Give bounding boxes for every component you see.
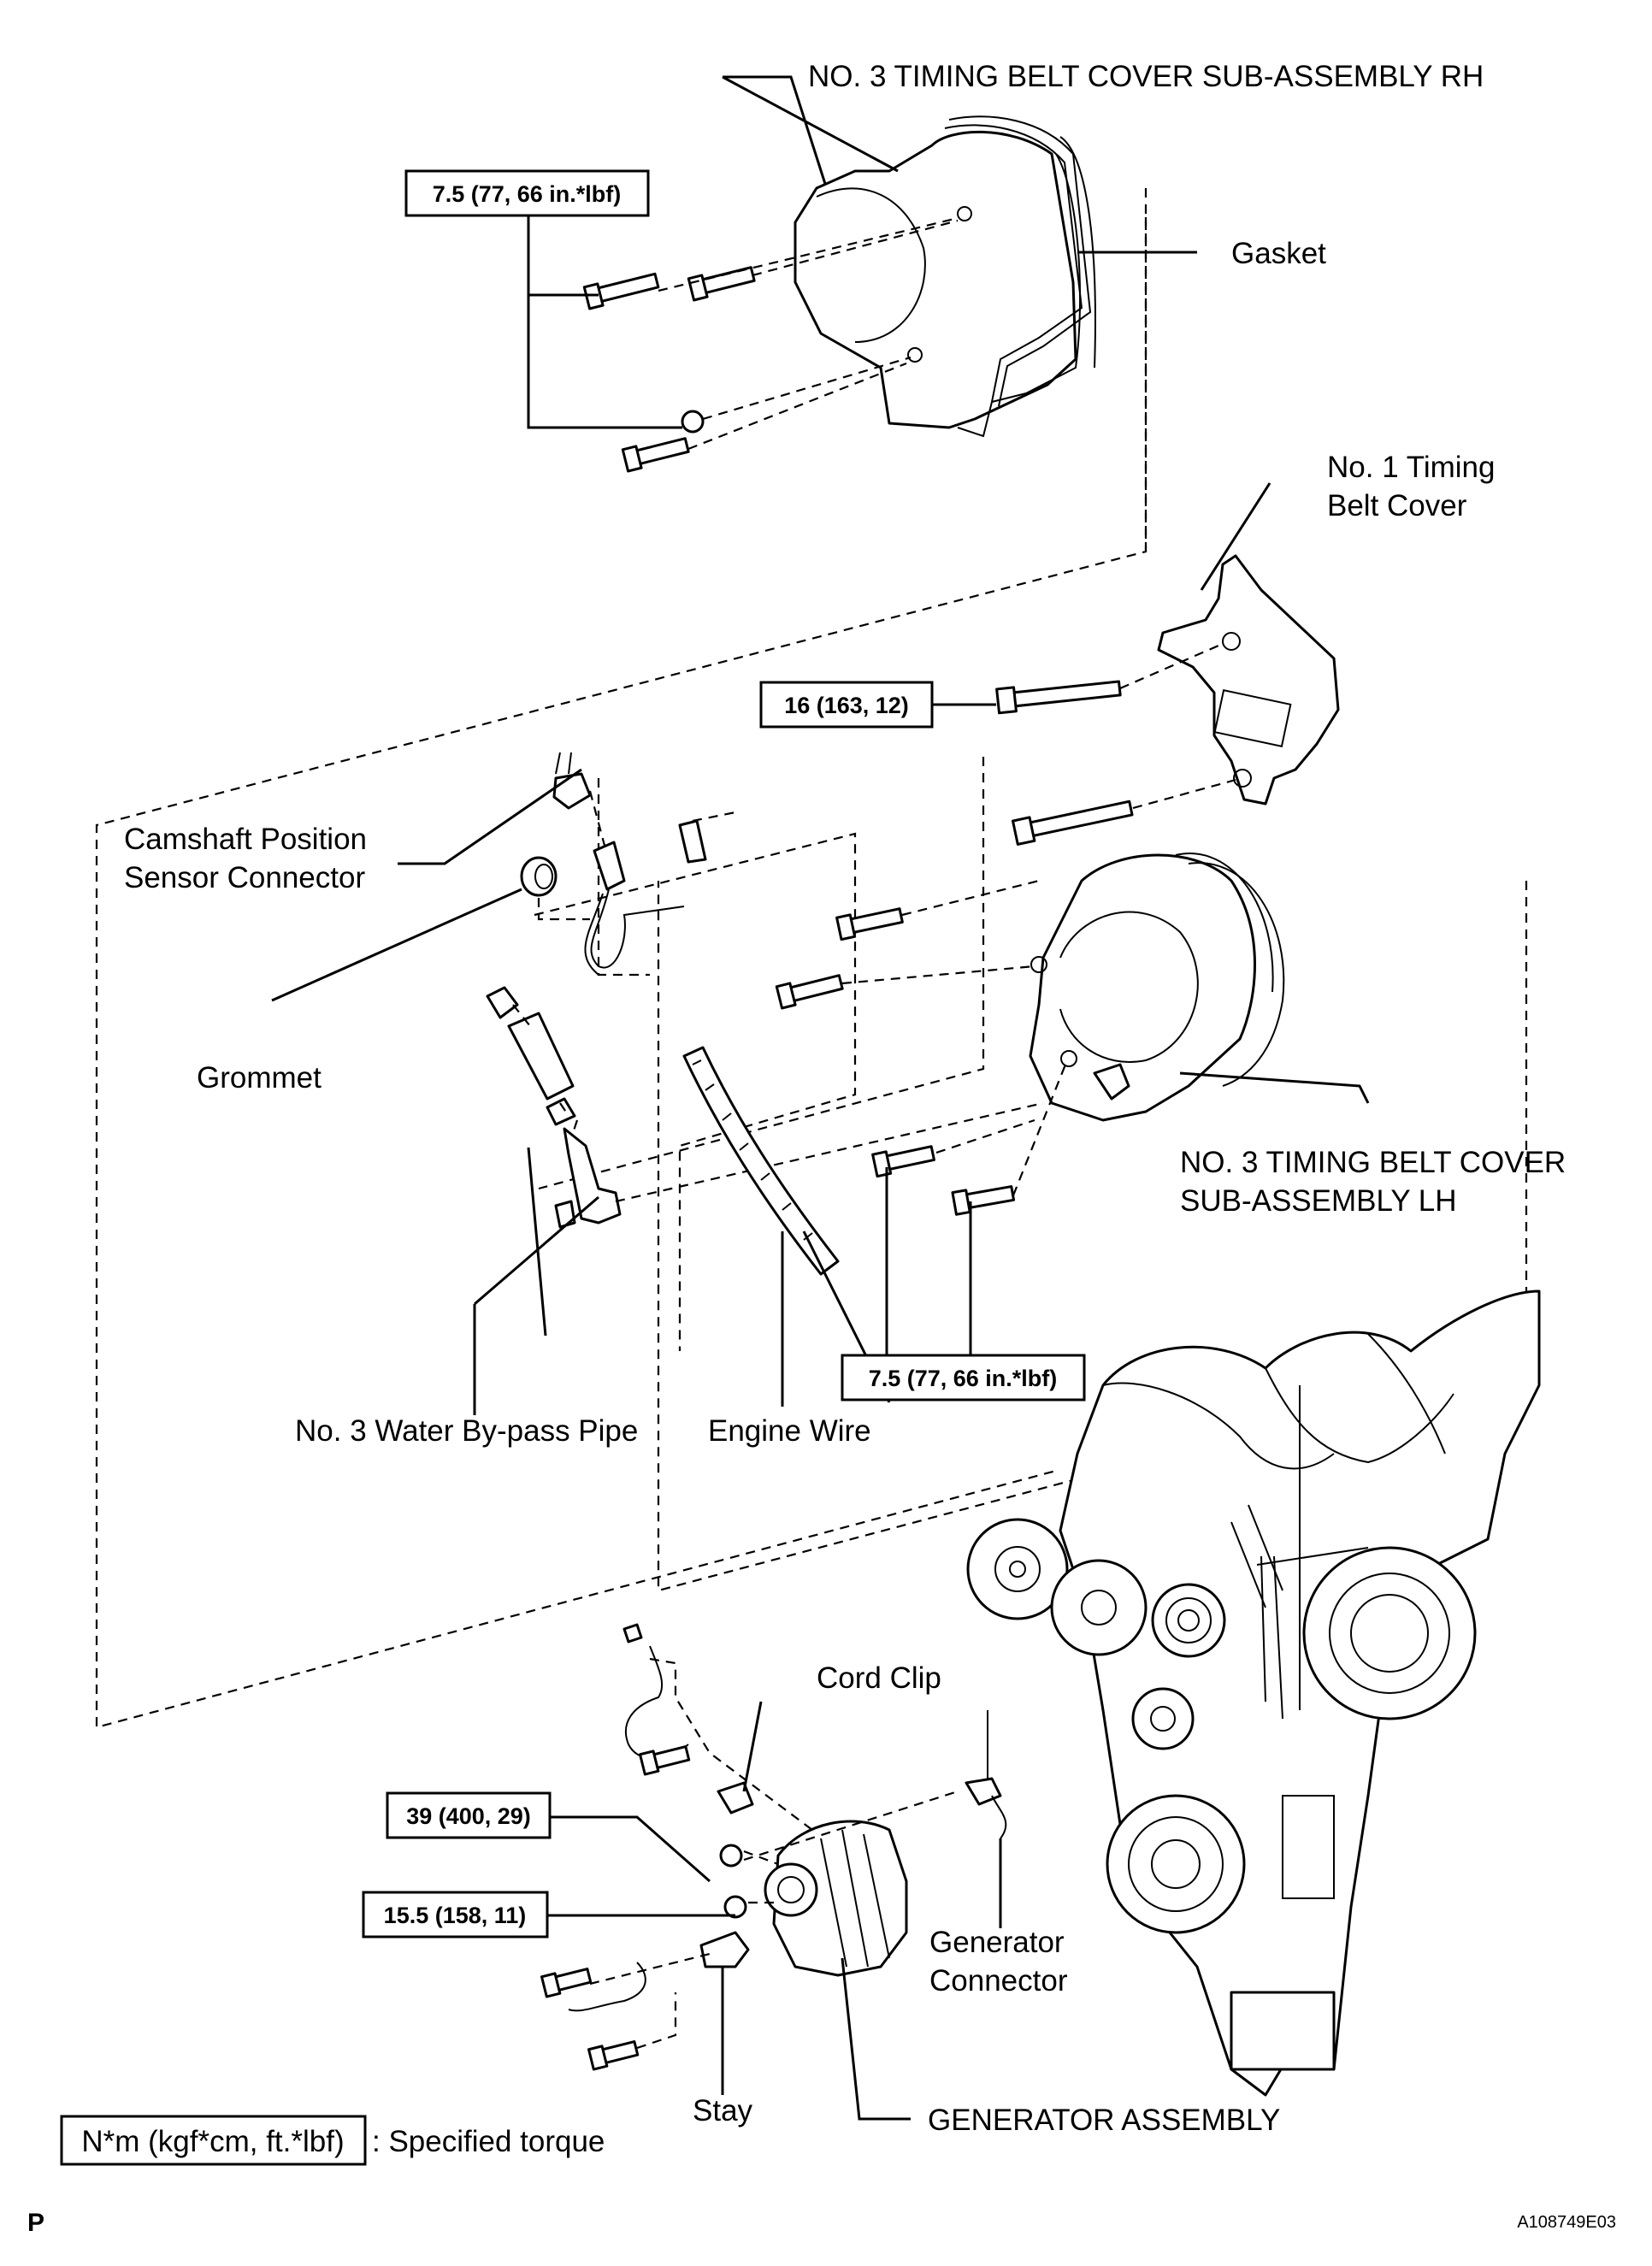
engine-block-part [966, 1289, 1541, 2097]
label-cover-lh-line2: SUB-ASSEMBLY LH [1180, 1184, 1457, 1218]
stay-part [540, 1931, 750, 2071]
torque-box-no1-cover: 16 (163, 12) [759, 681, 934, 729]
no1-timing-belt-cover-part [1157, 554, 1340, 805]
torque-gen-lower-text: 15.5 (158, 11) [384, 1903, 527, 1928]
label-gen-connector-line2: Connector [929, 1964, 1068, 1998]
torque-legend: N*m (kgf*cm, ft.*lbf) : Specified torque [60, 2115, 605, 2166]
torque-box-lh-cover: 7.5 (77, 66 in.*lbf) [841, 1354, 1086, 1401]
label-engine-wire: Engine Wire [708, 1414, 871, 1448]
torque-rh-leader [527, 215, 682, 429]
torque-gen-upper-text: 39 (400, 29) [406, 1803, 531, 1829]
label-gasket: Gasket [1231, 237, 1326, 270]
rh-cover-bolts [582, 216, 959, 473]
label-cover-rh: NO. 3 TIMING BELT COVER SUB-ASSEMBLY RH [808, 60, 1484, 93]
generator-assembly-part [764, 1820, 908, 1977]
torque-lh-cover-text: 7.5 (77, 66 in.*lbf) [869, 1366, 1058, 1391]
timing-belt-cover-lh-part [1029, 853, 1285, 1122]
cord-clip-part [622, 1623, 959, 1919]
label-cover-lh-line1: NO. 3 TIMING BELT COVER [1180, 1146, 1566, 1179]
label-cam-sensor-line1: Camshaft Position [124, 823, 367, 856]
footer-code-left: P [27, 2209, 44, 2237]
torque-box-rh-cover: 7.5 (77, 66 in.*lbf) [404, 169, 650, 217]
camshaft-sensor-connector-part [552, 752, 736, 976]
leader-lines [271, 75, 1370, 2121]
engine-wire-part [682, 1046, 840, 1276]
torque-box-gen-upper: 39 (400, 29) [386, 1791, 552, 1839]
label-no1-cover-line1: No. 1 Timing [1327, 451, 1495, 484]
label-water-pipe: No. 3 Water By-pass Pipe [295, 1414, 638, 1448]
label-gen-connector-line1: Generator [929, 1926, 1065, 1959]
footer-figure-id: A108749E03 [1517, 2213, 1616, 2232]
no1-cover-bolts [995, 641, 1236, 846]
timing-belt-cover-rh-part [794, 130, 1096, 438]
water-bypass-pipe-part [486, 986, 1044, 1229]
torque-box-gen-lower: 15.5 (158, 11) [362, 1891, 549, 1938]
label-cord-clip: Cord Clip [817, 1661, 941, 1695]
label-generator: GENERATOR ASSEMBLY [928, 2104, 1280, 2137]
legend-units: N*m (kgf*cm, ft.*lbf) [81, 2125, 344, 2158]
label-grommet: Grommet [197, 1061, 322, 1095]
gasket-part [944, 115, 1092, 407]
label-cam-sensor-line2: Sensor Connector [124, 861, 365, 894]
label-stay: Stay [693, 2094, 753, 2127]
grommet-part [520, 856, 590, 921]
generator-connector-part [965, 1710, 1007, 1839]
legend-description: : Specified torque [372, 2125, 605, 2158]
torque-no1-cover-text: 16 (163, 12) [784, 693, 909, 718]
label-no1-cover-line2: Belt Cover [1327, 489, 1467, 522]
lh-cover-bolts [775, 879, 1069, 1216]
torque-rh-cover-text: 7.5 (77, 66 in.*lbf) [433, 181, 622, 207]
